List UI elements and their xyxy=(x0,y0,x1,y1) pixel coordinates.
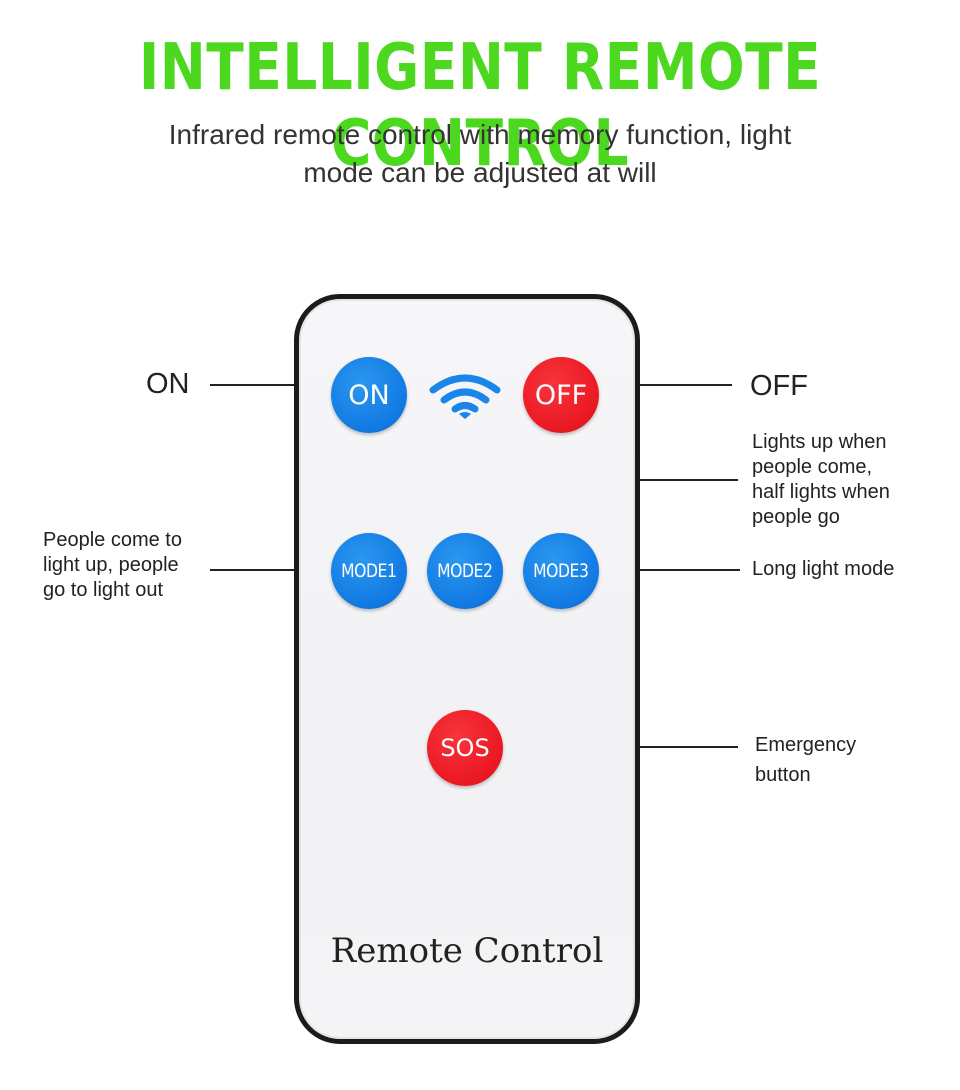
sos-button-label: SOS xyxy=(440,734,490,762)
off-button-label: OFF xyxy=(534,379,588,411)
sos-callout: Emergency button xyxy=(755,730,856,790)
mode2-button-label: MODE2 xyxy=(437,560,493,582)
on-leader-line xyxy=(210,384,370,386)
on-button[interactable]: ON xyxy=(331,357,407,433)
mode3-leader-line xyxy=(560,569,740,571)
off-button[interactable]: OFF xyxy=(523,357,599,433)
sos-callout-line-1: Emergency xyxy=(755,734,857,756)
mode3-button-label: MODE3 xyxy=(533,560,589,582)
mode1-leader-line xyxy=(210,569,370,571)
mode2-callout-line-3: half lights when xyxy=(752,481,890,503)
mode1-callout-line-1: People come to xyxy=(43,529,182,551)
mode2-callout-line-4: people go xyxy=(752,506,840,528)
subtitle-line-1: Infrared remote control with memory func… xyxy=(168,119,792,150)
mode1-button-label: MODE1 xyxy=(341,560,397,582)
mode1-callout: People come to light up, people go to li… xyxy=(43,528,182,603)
mode2-button[interactable]: MODE2 xyxy=(427,533,503,609)
mode3-button[interactable]: MODE3 xyxy=(523,533,599,609)
mode1-callout-line-2: light up, people xyxy=(43,554,179,576)
mode2-callout: Lights up when people come, half lights … xyxy=(752,430,890,530)
remote-label: Remote Control xyxy=(330,931,604,971)
on-button-label: ON xyxy=(348,379,390,411)
mode3-callout: Long light mode xyxy=(752,558,895,580)
page-title: INTELLIGENT REMOTE CONTROL xyxy=(138,31,822,181)
mode2-callout-line-1: Lights up when xyxy=(752,431,887,453)
mode2-callout-line-2: people come, xyxy=(752,456,873,478)
subtitle-line-2: mode can be adjusted at will xyxy=(303,157,657,188)
sos-callout-line-2: button xyxy=(755,764,811,786)
off-leader-line xyxy=(560,384,732,386)
page-subtitle: Infrared remote control with memory func… xyxy=(0,116,960,192)
mode1-callout-line-3: go to light out xyxy=(43,579,164,601)
wifi-signal-icon xyxy=(429,374,501,419)
off-callout: OFF xyxy=(750,370,808,402)
mode1-button[interactable]: MODE1 xyxy=(331,533,407,609)
sos-button[interactable]: SOS xyxy=(427,710,503,786)
on-callout: ON xyxy=(146,368,190,400)
